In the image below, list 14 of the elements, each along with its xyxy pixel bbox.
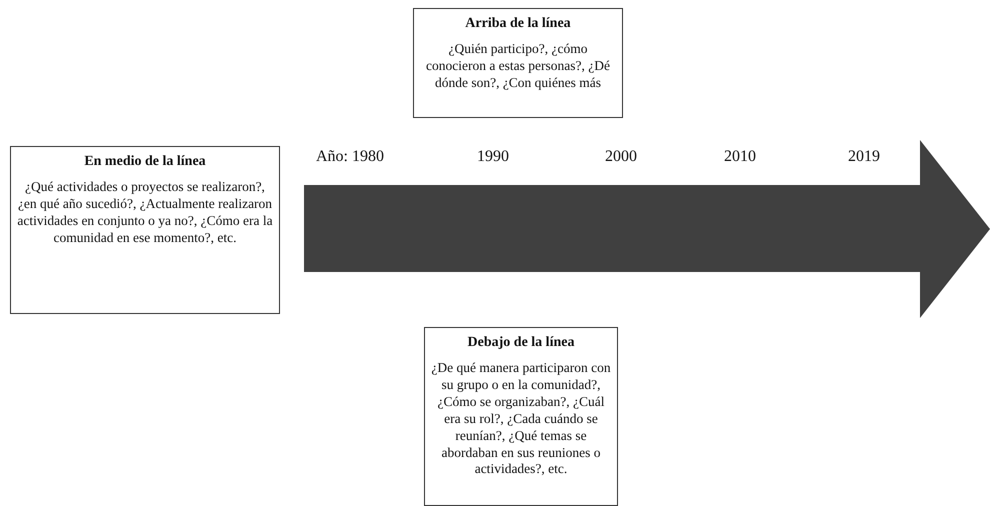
box-text: ¿Qué actividades o proyectos se realizaron?, ¿en qué año sucedió?, ¿Actualmente realizaron actividades en conjunto o ya no?, ¿Cómo era la comunidad en ese momento?, etc. — [17, 179, 273, 247]
text-box — [10, 146, 280, 314]
text-box — [424, 327, 618, 506]
year-label: Año: 1980 — [316, 148, 384, 166]
box-text: ¿Quién participo?, ¿cómo conocieron a estas personas?, ¿Dé dónde son?, ¿Con quiénes más — [424, 41, 612, 92]
box-text: ¿De qué manera participaron con su grupo o en la comunidad?, ¿Cómo se organizaban?, ¿Cuál era su rol?, ¿Cada cuándo se reunían?, ¿Qué temas se abordaban en sus reuniones o actividades?, etc. — [431, 360, 611, 478]
box-heading: Debajo de la línea — [466, 334, 576, 352]
year-label: 1990 — [477, 148, 509, 166]
text-box — [413, 8, 623, 118]
box-heading: Arriba de la línea — [464, 15, 572, 33]
year-label: 2019 — [848, 148, 880, 166]
box-heading: En medio de la línea — [83, 153, 207, 171]
year-label: 2000 — [605, 148, 637, 166]
year-label: 2010 — [724, 148, 756, 166]
